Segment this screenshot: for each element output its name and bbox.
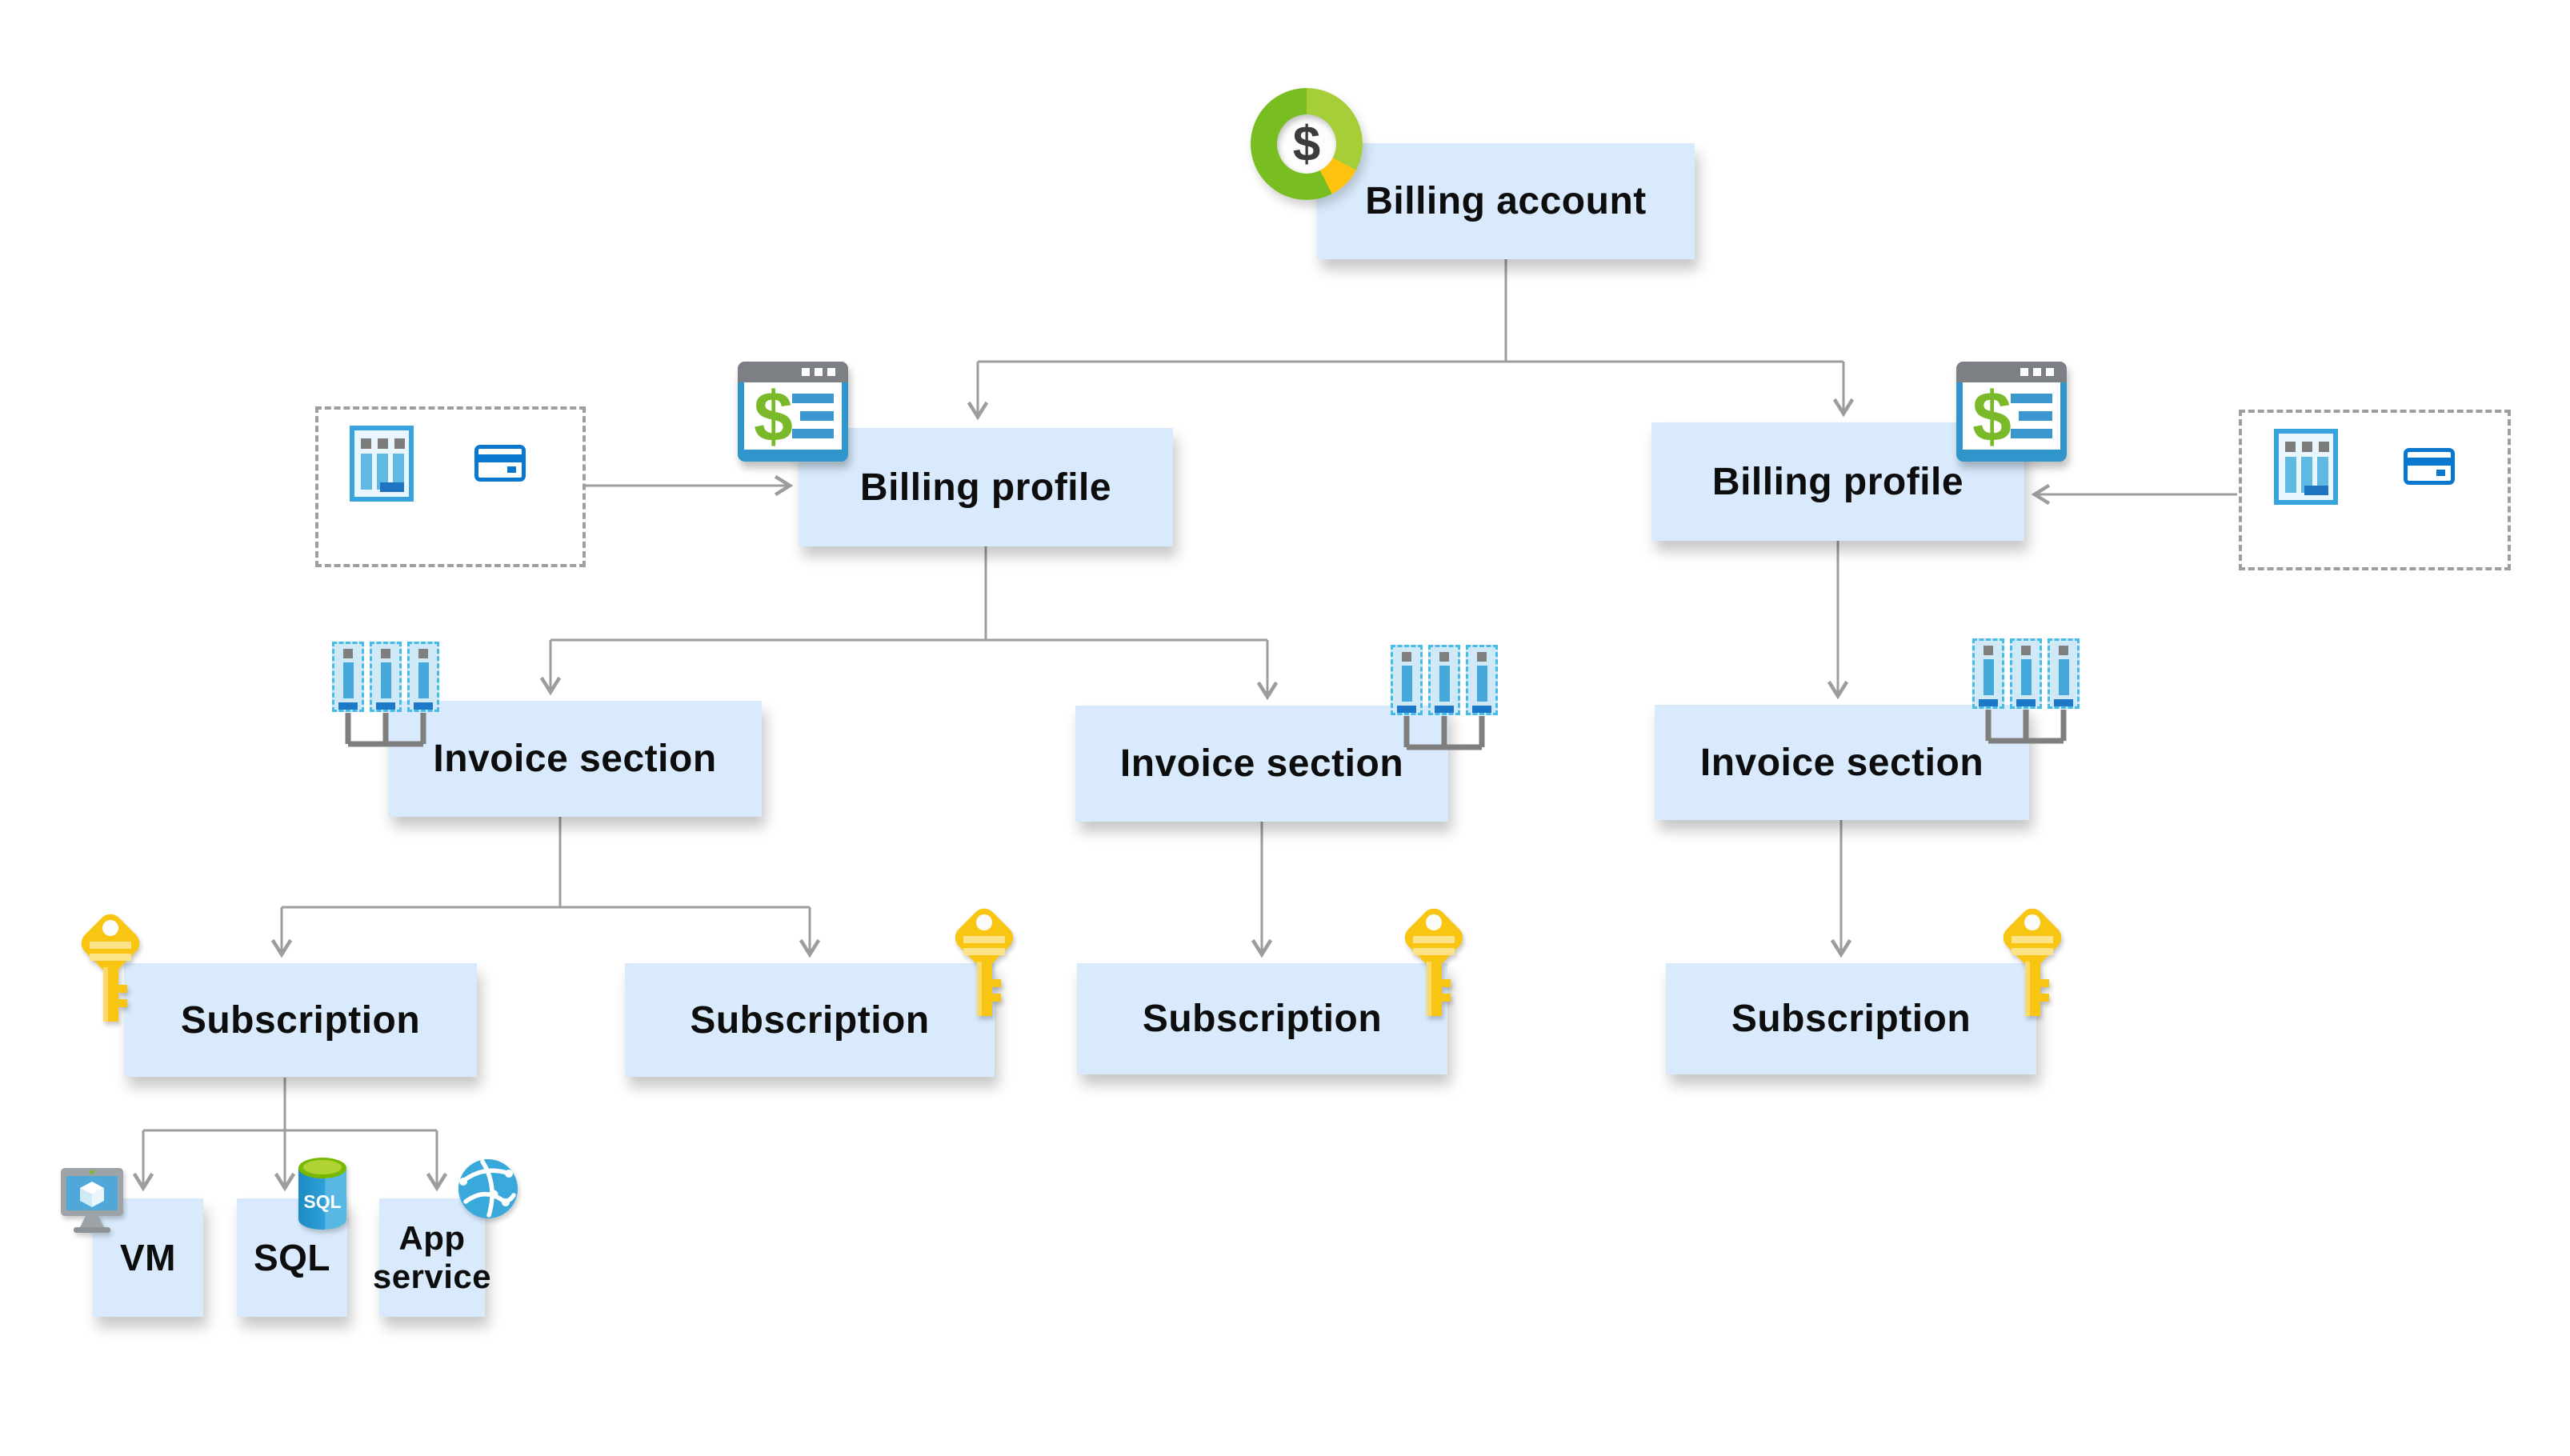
window-dot-icon	[2046, 368, 2054, 376]
window-body: $	[1963, 377, 2060, 456]
invoice-section-left-node: Invoice section	[388, 701, 762, 817]
payment-methods-icon	[2404, 448, 2455, 485]
card-dot	[507, 466, 516, 473]
vm-monitor-icon	[61, 1168, 123, 1233]
list-line	[792, 394, 834, 403]
sql-database-icon: SQL	[298, 1158, 346, 1230]
window-dot-icon	[2033, 368, 2041, 376]
mini-invoice	[370, 642, 402, 712]
sql-icon-label: SQL	[303, 1191, 341, 1212]
donut-hole: $	[1277, 114, 1336, 174]
billing-profile-window-icon-left: $	[738, 362, 848, 462]
mini-invoice	[1428, 645, 1460, 715]
mini-invoice	[407, 642, 439, 712]
mini-invoice	[1466, 645, 1498, 715]
mini-invoice	[332, 642, 364, 712]
connectors	[132, 259, 2237, 1192]
invoice-icon	[2274, 429, 2338, 505]
dollar-sign: $	[754, 377, 793, 456]
invoice-stack-icon	[332, 642, 439, 712]
invoice-bar	[2317, 457, 2328, 493]
invoice-bar	[393, 454, 404, 490]
window-body: $	[744, 377, 842, 456]
invoice-icon	[350, 426, 414, 502]
card-dot	[2436, 470, 2445, 476]
window-dot-icon	[827, 368, 835, 376]
invoice-total-bar	[380, 482, 404, 492]
vm-node: VM	[93, 1198, 203, 1317]
key-icon	[2003, 908, 2062, 1016]
invoice-section-middle-node: Invoice section	[1075, 706, 1448, 822]
key-icon	[81, 914, 140, 1022]
subscription-2-node: Subscription	[625, 963, 995, 1077]
billing-profile-window-icon-right: $	[1956, 362, 2067, 462]
subscription-3-node: Subscription	[1077, 963, 1447, 1074]
window-dot-icon	[2020, 368, 2028, 376]
dollar-sign: $	[1292, 116, 1321, 172]
window-dot-icon	[815, 368, 823, 376]
dollar-sign: $	[1972, 377, 2012, 456]
invoice-stack-icon	[1391, 645, 1498, 715]
payment-methods-icon	[474, 445, 526, 482]
mini-invoice	[1972, 638, 2004, 709]
mini-invoice	[1391, 645, 1423, 715]
mini-invoice	[2010, 638, 2042, 709]
list-line	[2011, 429, 2052, 438]
list-line	[792, 429, 834, 438]
invoice-square	[2302, 442, 2312, 452]
grouping-bracket-icon	[1403, 716, 1485, 750]
invoice-square	[2285, 442, 2296, 452]
invoice-bar	[2285, 457, 2296, 493]
mini-invoice	[2048, 638, 2080, 709]
list-line	[2011, 394, 2052, 403]
window-dot-icon	[802, 368, 810, 376]
invoice-bar	[377, 454, 388, 490]
subscription-4-node: Subscription	[1666, 963, 2036, 1074]
invoice-square	[378, 438, 388, 449]
invoice-section-right-node: Invoice section	[1655, 705, 2029, 820]
key-icon	[1404, 908, 1463, 1016]
invoice-bar	[2301, 457, 2312, 493]
card-stripe	[2408, 458, 2451, 466]
list-line	[800, 411, 834, 421]
billing-profile-left-node: Billing profile	[799, 428, 1173, 546]
grouping-bracket-icon	[1985, 710, 2067, 744]
card-stripe	[478, 454, 522, 462]
invoice-square	[394, 438, 405, 449]
grouping-bracket-icon	[345, 713, 426, 747]
billing-account-node: Billing account	[1317, 143, 1695, 259]
subscription-1-node: Subscription	[124, 963, 477, 1077]
invoice-square	[2319, 442, 2329, 452]
app-service-node: App service	[373, 1198, 491, 1317]
list-line	[2019, 411, 2052, 421]
billing-account-donut-icon: $	[1251, 88, 1363, 200]
app-service-globe-icon	[458, 1159, 518, 1218]
invoice-total-bar	[2304, 486, 2328, 495]
invoice-stack-icon	[1972, 638, 2080, 709]
key-icon	[955, 908, 1014, 1016]
invoice-square	[361, 438, 371, 449]
invoice-bar	[361, 454, 372, 490]
